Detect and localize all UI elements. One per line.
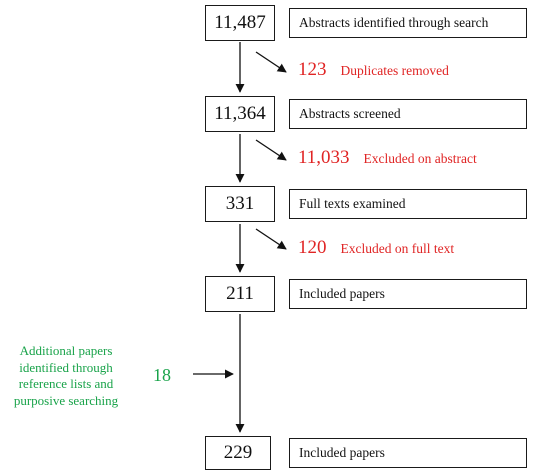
step5-count: 229 [223,442,253,463]
step4-count-box: 211 [205,276,275,312]
step1-count-box: 11,487 [205,5,275,41]
step4-label: Included papers [299,286,385,301]
additional-papers-count: 18 [153,365,171,385]
exclusion3: 120 Excluded on full text [298,237,454,259]
arrow-to-exclusion1 [255,51,287,73]
arrow-to-exclusion3 [255,228,287,250]
additional-papers-note: Additional papers identified through ref… [2,343,130,409]
step1-count: 11,487 [214,12,266,33]
step4-label-box: Included papers [289,279,527,309]
step1-label-box: Abstracts identified through search [289,8,527,38]
step5-label: Included papers [299,445,385,460]
step3-count-box: 331 [205,186,275,222]
additional-line-2: identified through [19,359,113,375]
arrow-to-exclusion2 [255,139,287,161]
step3-label-box: Full texts examined [289,189,527,219]
step4-count: 211 [226,283,254,304]
step2-count: 11,364 [214,103,266,124]
exclusion3-label: Excluded on full text [340,241,455,256]
step2-label-box: Abstracts screened [289,99,527,129]
step3-label: Full texts examined [299,196,406,211]
step2-label: Abstracts screened [299,106,401,121]
additional-line-3: reference lists and [18,376,114,391]
exclusion3-count: 120 [298,237,327,258]
exclusion2-label: Excluded on abstract [363,151,477,166]
step3-count: 331 [225,193,255,214]
step5-count-box: 229 [205,436,271,470]
exclusion2-count: 11,033 [298,147,350,168]
exclusion1-label: Duplicates removed [340,63,449,78]
step2-count-box: 11,364 [205,96,275,132]
exclusion2: 11,033 Excluded on abstract [298,147,477,169]
step1-label: Abstracts identified through search [299,15,489,30]
additional-line-1: Additional papers [19,343,113,358]
additional-line-4: purposive searching [13,392,119,408]
exclusion1: 123 Duplicates removed [298,59,449,81]
exclusion1-count: 123 [298,59,327,80]
step5-label-box: Included papers [289,438,527,468]
